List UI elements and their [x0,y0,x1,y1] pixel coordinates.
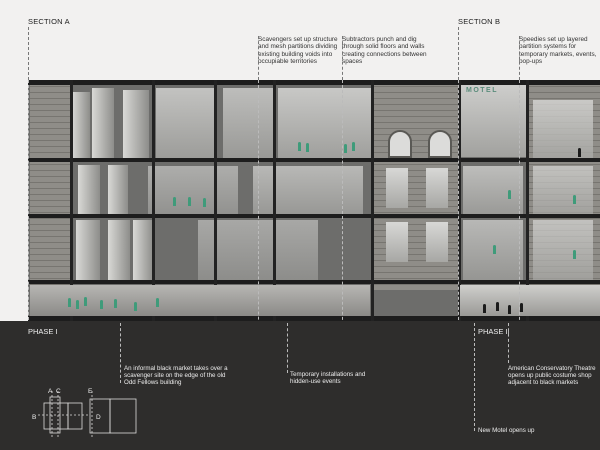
key-plan: A C E B D [32,388,137,439]
column [371,80,374,321]
partition-panel [92,88,114,162]
speedies-guide [519,80,520,330]
timeline-band: PHASE I PHASE II An informal black marke… [0,321,600,450]
figure [188,197,191,206]
key-plan-label-b: B [32,414,36,421]
partition-panel [72,92,90,162]
figure [578,148,581,157]
section-b-label: SECTION B [458,17,501,26]
floor-slab-2 [28,214,600,218]
black-market-leader [120,323,121,383]
figure [114,299,117,308]
figure [203,198,206,207]
black-market-note: An informal black market takes over a sc… [124,365,228,387]
building-section: MOTEL [28,80,600,321]
ground-level-shop [460,285,600,316]
motel-sign: MOTEL [466,87,498,94]
window [386,168,408,208]
market-space [533,100,593,160]
void-space [253,166,363,218]
figure [84,297,87,306]
figure [68,298,71,307]
figure [573,195,576,204]
column [273,80,276,321]
window [386,222,408,262]
floor-slab-3 [28,158,600,162]
arched-window [428,130,452,158]
scavengers-guide [258,80,259,380]
window [533,220,593,280]
installations-note: Temporary installations and hidden-use e… [290,371,366,386]
figure [573,250,576,259]
mesh-partition [148,166,238,218]
motel-bay [460,85,528,157]
figure [100,300,103,309]
glass-volume [156,88,216,160]
figure [156,298,159,307]
theatre-note: American Conservatory Theatre opens up p… [508,365,596,387]
speedies-leader [519,36,520,80]
window [426,168,448,208]
key-plan-label-d: D [96,414,101,421]
figure [298,142,301,151]
key-plan-label-e: E [88,388,93,395]
column [152,80,155,321]
scavengers-leader [258,36,259,80]
column [214,80,217,321]
motel-note: New Motel opens up [478,427,535,434]
scavengers-annotation: Scavengers set up structure and mesh par… [258,36,338,66]
section-a-guide [28,80,29,325]
figure [508,305,511,314]
figure [306,143,309,152]
figure [173,197,176,206]
section-a-line [28,27,29,80]
window [426,222,448,262]
window [463,166,523,216]
phase-two-label: PHASE II [478,327,510,336]
theatre-leader [508,323,509,363]
key-plan-label-a: A [48,388,53,395]
partition-panel [108,165,128,217]
column [70,80,73,321]
figure [483,304,486,313]
subtractors-annotation: Subtractors punch and dig through solid … [342,36,427,66]
partition-panel [133,220,153,280]
figure [134,302,137,311]
figure [352,142,355,151]
key-plan-block [109,398,137,434]
section-b-guide [458,80,459,325]
figure [344,144,347,153]
ground-slab [28,316,600,321]
partition-panel [123,90,149,162]
floor-slab-1 [28,280,600,284]
open-hall [278,88,373,160]
key-plan-block [67,402,83,430]
partition-panel [78,165,100,217]
column [458,80,461,321]
subtractors-guide [342,80,343,340]
glass-volume [223,88,273,160]
phase-one-label: PHASE I [28,327,58,336]
column [526,80,529,321]
figure [508,190,511,199]
partition-panel [76,220,100,280]
section-a-label: SECTION A [28,17,70,26]
stone-wall-left [30,85,70,290]
figure [496,302,499,311]
figure [520,303,523,312]
roof-slab [28,80,600,85]
speedies-annotation: Speedies set up layered partition system… [519,36,597,66]
figure [493,245,496,254]
ground-level-market [30,285,370,316]
section-b-line [458,27,459,80]
motel-leader [474,323,475,431]
key-plan-label-c: C [56,388,61,395]
costume-shop [533,166,593,216]
partition-panel [108,220,130,280]
figure [76,300,79,309]
subtractors-leader [342,36,343,80]
installations-leader [287,323,288,373]
key-plan-block [43,402,69,430]
arched-window [388,130,412,158]
